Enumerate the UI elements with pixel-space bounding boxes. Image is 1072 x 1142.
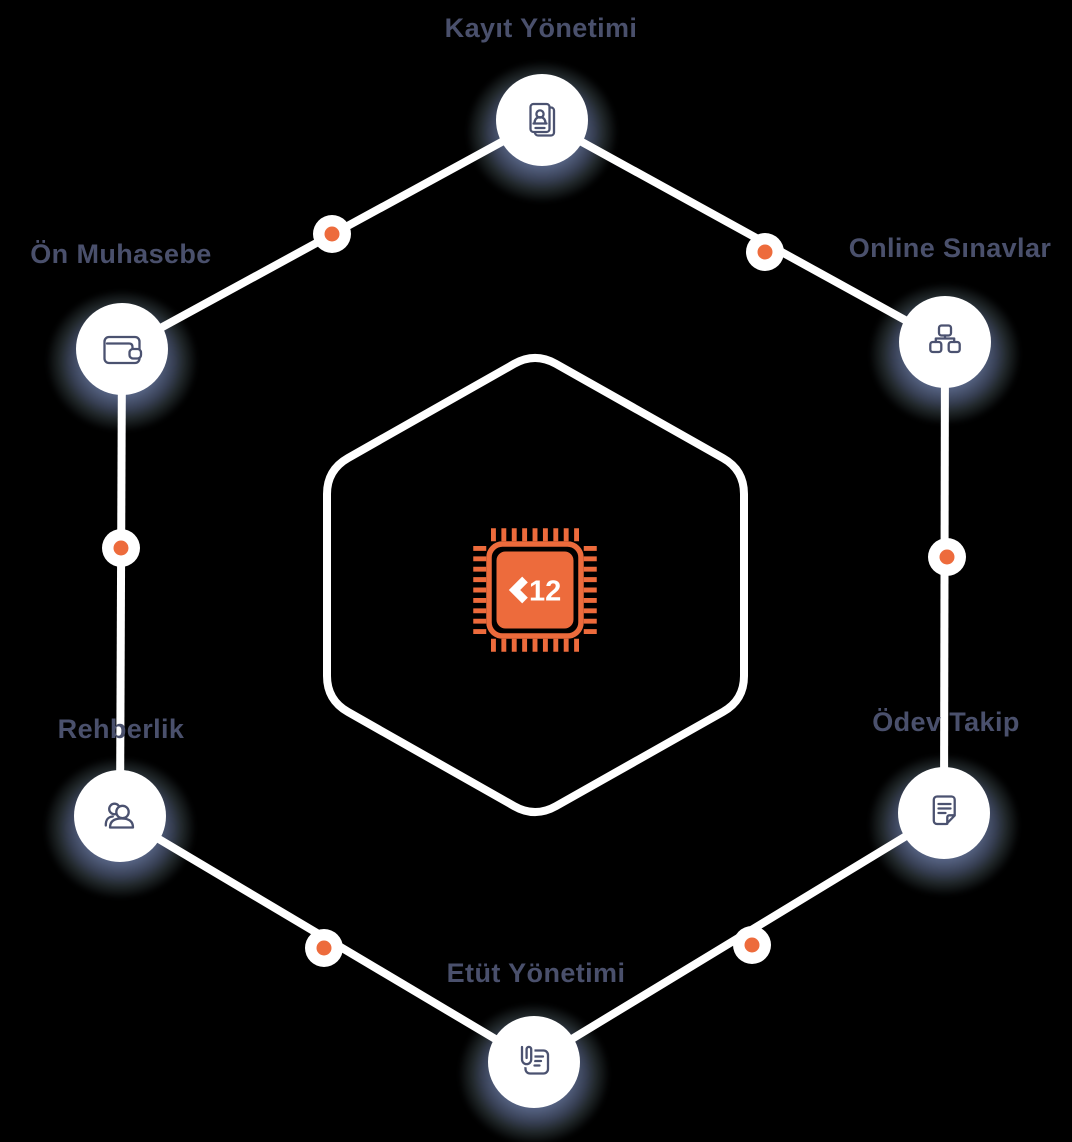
node-circle-rehberlik <box>74 770 166 862</box>
node-label-online-sinavlar: Online Sınavlar <box>848 233 1052 263</box>
connector-dot <box>928 538 966 576</box>
k12-chip-icon: 12 <box>473 528 597 652</box>
node-circle-etut-yonetimi <box>488 1016 580 1108</box>
node-circle-kayit-yonetimi <box>496 74 588 166</box>
node-label-kayit-yonetimi: Kayıt Yönetimi <box>444 13 638 43</box>
id-card-icon <box>529 102 556 137</box>
connector-line <box>940 341 949 814</box>
node-label-etut-yonetimi: Etüt Yönetimi <box>446 958 626 988</box>
connector-dots <box>102 215 966 967</box>
connector-dot <box>746 233 784 271</box>
connector-dot <box>313 215 351 253</box>
connector-dot <box>733 926 771 964</box>
chip-outline <box>486 541 584 639</box>
chip-body <box>496 551 574 629</box>
hexagon-outline <box>323 353 748 817</box>
note-paperclip-icon <box>518 1043 550 1075</box>
connector-line <box>116 348 126 817</box>
document-icon <box>932 795 956 826</box>
node-circle-online-sinavlar <box>899 296 991 388</box>
node-label-on-muhasebe: Ön Muhasebe <box>30 239 212 269</box>
node-label-rehberlik: Rehberlik <box>57 714 185 744</box>
k-chevron-glyph <box>508 576 528 604</box>
connector-dot <box>305 929 343 967</box>
wallet-icon <box>103 335 143 365</box>
node-circle-odev-takip <box>898 767 990 859</box>
chip-pins <box>473 528 597 652</box>
chip-brand-number: 12 <box>529 576 561 608</box>
connector-line <box>540 116 947 346</box>
users-icon <box>104 802 135 829</box>
node-circle-on-muhasebe <box>76 303 168 395</box>
node-label-odev-takip: Ödev Takip <box>872 707 1020 737</box>
connector-dot <box>102 529 140 567</box>
sitemap-icon <box>929 324 961 354</box>
